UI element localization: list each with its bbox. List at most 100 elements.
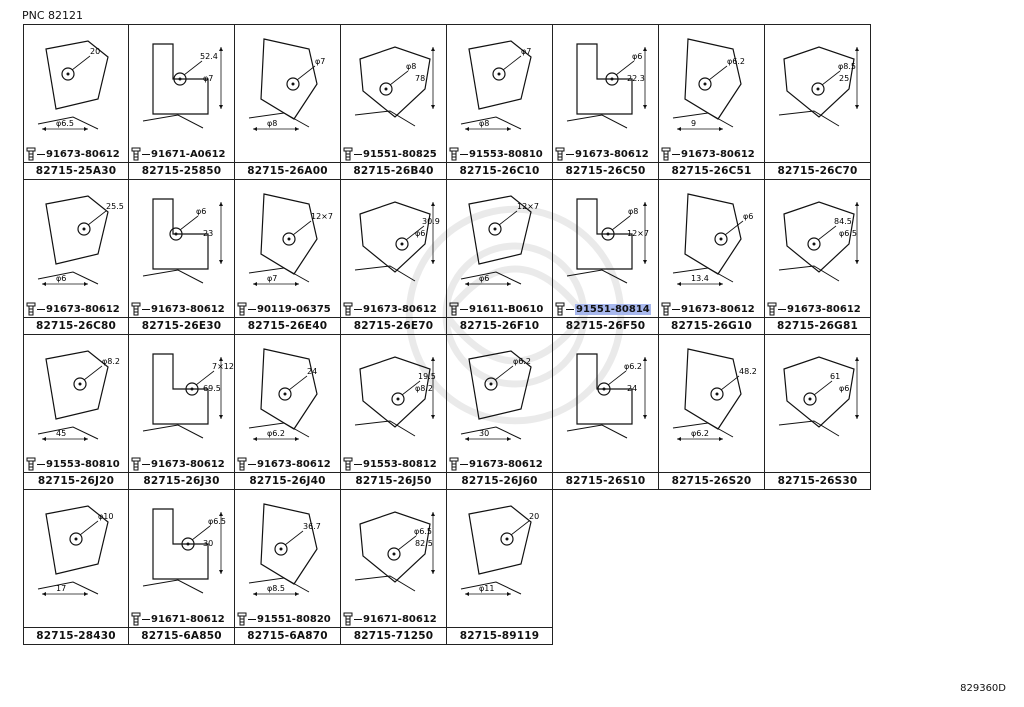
part-number-label[interactable]: 82715-26F50 — [553, 317, 658, 334]
part-number-label[interactable]: 82715-26S30 — [765, 472, 870, 489]
fastener-callout[interactable]: 91671-80612 — [343, 612, 437, 626]
fastener-callout[interactable]: 91673-80612 — [237, 457, 331, 471]
fastener-part-number[interactable]: 91551-80820 — [257, 613, 331, 625]
fastener-part-number[interactable]: 91671-80612 — [363, 613, 437, 625]
fastener-part-number[interactable]: 91673-80612 — [787, 303, 861, 315]
part-number-label[interactable]: 82715-26S10 — [553, 472, 658, 489]
fastener-part-number[interactable]: 91673-80612 — [681, 303, 755, 315]
fastener-part-number[interactable]: 91551-80825 — [363, 148, 437, 160]
part-number-label[interactable]: 82715-89119 — [447, 627, 552, 644]
fastener-part-number[interactable]: 91673-80612 — [151, 458, 225, 470]
part-number-label[interactable]: 82715-26C70 — [765, 162, 870, 179]
part-number-label[interactable]: 82715-26J20 — [24, 472, 128, 489]
fastener-part-number[interactable]: 91673-80612 — [363, 303, 437, 315]
fastener-callout[interactable]: 91673-80612 — [343, 302, 437, 316]
part-number-label[interactable]: 82715-26C10 — [447, 162, 552, 179]
fastener-callout[interactable]: 91673-80612 — [26, 147, 120, 161]
fastener-callout[interactable]: 91673-80612 — [449, 457, 543, 471]
fastener-callout[interactable]: 91673-80612 — [767, 302, 861, 316]
part-number-label[interactable]: 82715-26S20 — [659, 472, 764, 489]
fastener-part-number[interactable]: 91673-80612 — [575, 148, 649, 160]
fastener-callout[interactable]: 91673-80612 — [131, 457, 225, 471]
part-number-label[interactable]: 82715-26G10 — [659, 317, 764, 334]
fastener-part-number[interactable]: 91673-80612 — [46, 303, 120, 315]
fastener-part-number[interactable]: 91553-80812 — [363, 458, 437, 470]
part-number-label[interactable]: 82715-71250 — [341, 627, 446, 644]
fastener-part-number[interactable]: 91551-80814 — [575, 303, 651, 315]
fastener-callout[interactable]: 91551-80820 — [237, 612, 331, 626]
fastener-part-number[interactable]: 90119-06375 — [257, 303, 331, 315]
fastener-callout[interactable]: 91673-80612 — [131, 302, 225, 316]
fastener-callout[interactable]: 91673-80612 — [555, 147, 649, 161]
part-number-label[interactable]: 82715-6A850 — [129, 627, 234, 644]
fastener-part-number[interactable]: 91553-80810 — [46, 458, 120, 470]
part-number-label[interactable]: 82715-26E30 — [129, 317, 234, 334]
fastener-callout[interactable]: 91553-80810 — [449, 147, 543, 161]
fastener-part-number[interactable]: 91671-80612 — [151, 613, 225, 625]
fastener-callout[interactable]: 91673-80612 — [661, 302, 755, 316]
fastener-callout[interactable]: 91553-80812 — [343, 457, 437, 471]
part-number-label[interactable]: 82715-26J30 — [129, 472, 234, 489]
part-number-label[interactable]: 82715-26F10 — [447, 317, 552, 334]
fastener-callout[interactable]: 91551-80825 — [343, 147, 437, 161]
part-number-label[interactable]: 82715-26A00 — [235, 162, 340, 179]
fastener-callout[interactable]: 91671-80612 — [131, 612, 225, 626]
fastener-part-number[interactable]: 91673-80612 — [681, 148, 755, 160]
part-number-label[interactable]: 82715-25850 — [129, 162, 234, 179]
fastener-callout[interactable]: 91671-A0612 — [131, 147, 226, 161]
fastener-part-number[interactable]: 91673-80612 — [469, 458, 543, 470]
part-number-label[interactable]: 82715-26B40 — [341, 162, 446, 179]
part-number-label[interactable]: 82715-26J60 — [447, 472, 552, 489]
fastener-callout[interactable]: 91611-B0610 — [449, 302, 544, 316]
fastener-callout[interactable]: 91673-80612 — [661, 147, 755, 161]
part-number-label[interactable]: 82715-25A30 — [24, 162, 128, 179]
part-number-label[interactable]: 82715-26J40 — [235, 472, 340, 489]
fastener-part-number[interactable]: 91611-B0610 — [469, 303, 544, 315]
fastener-part-number[interactable]: 91553-80810 — [469, 148, 543, 160]
fastener-callout[interactable]: 90119-06375 — [237, 302, 331, 316]
part-number-label[interactable]: 82715-26E40 — [235, 317, 340, 334]
fastener-part-number[interactable]: 91671-A0612 — [151, 148, 226, 160]
fastener-callout[interactable]: 91553-80810 — [26, 457, 120, 471]
part-number-label[interactable]: 82715-6A870 — [235, 627, 340, 644]
fastener-callout[interactable]: 91551-80814 — [555, 302, 651, 316]
fastener-callout[interactable]: 91673-80612 — [26, 302, 120, 316]
part-number-label[interactable]: 82715-26C50 — [553, 162, 658, 179]
part-number-label[interactable]: 82715-26C80 — [24, 317, 128, 334]
part-number-label[interactable]: 82715-28430 — [24, 627, 128, 644]
part-number-label[interactable]: 82715-26E70 — [341, 317, 446, 334]
part-number-label[interactable]: 82715-26C51 — [659, 162, 764, 179]
part-number-label[interactable]: 82715-26G81 — [765, 317, 870, 334]
fastener-part-number[interactable]: 91673-80612 — [46, 148, 120, 160]
part-number-label[interactable]: 82715-26J50 — [341, 472, 446, 489]
